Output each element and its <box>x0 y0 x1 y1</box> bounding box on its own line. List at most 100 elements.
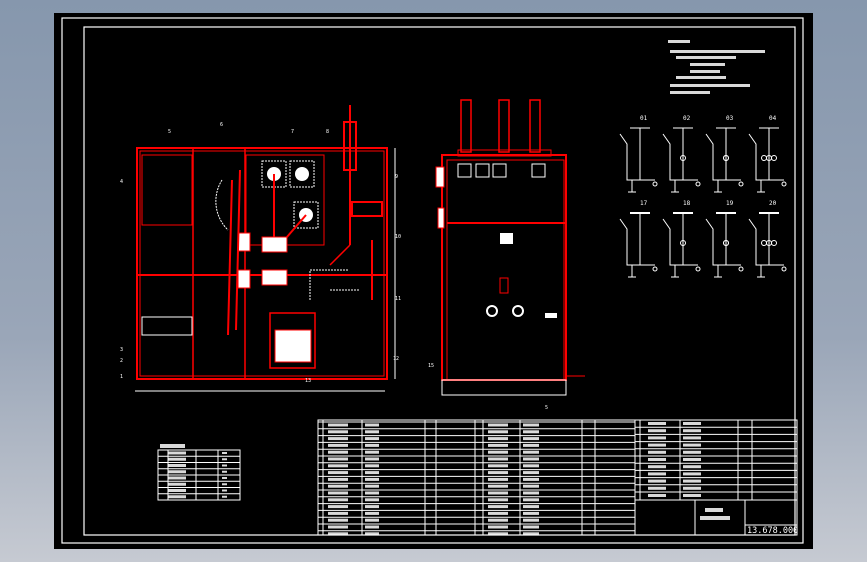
illegible-text <box>488 450 508 454</box>
illegible-text <box>683 465 701 469</box>
illegible-text <box>168 495 186 499</box>
illegible-text <box>523 498 539 502</box>
illegible-text <box>365 491 379 495</box>
callout-label: 7 <box>291 129 294 135</box>
illegible-text <box>488 525 508 529</box>
earth-switch <box>662 218 698 266</box>
earth-switch <box>619 218 655 266</box>
illegible-text <box>488 511 508 515</box>
illegible-text <box>700 516 730 520</box>
illegible-text <box>488 471 508 475</box>
illegible-text <box>365 498 379 502</box>
earth-switch <box>748 133 784 181</box>
illegible-text <box>683 458 701 461</box>
illegible-text <box>168 464 186 467</box>
callout-label: 10 <box>395 234 401 240</box>
illegible-text <box>648 494 666 497</box>
schematic-label: 02 <box>683 115 691 122</box>
illegible-text <box>683 422 701 425</box>
illegible-text <box>488 423 508 427</box>
current-transformer <box>723 240 729 246</box>
illegible-text <box>488 498 508 502</box>
illegible-text <box>168 470 186 474</box>
illegible-text <box>488 457 508 461</box>
illegible-text <box>328 525 348 529</box>
current-transformer <box>771 155 777 161</box>
illegible-text <box>222 489 227 492</box>
illegible-text <box>523 471 539 475</box>
current-transformer <box>680 240 686 246</box>
illegible-text <box>690 63 725 66</box>
earth-switch <box>705 218 741 266</box>
callout-label: 9 <box>395 174 398 180</box>
illegible-text <box>683 479 701 483</box>
illegible-text <box>670 91 710 94</box>
illegible-text <box>365 464 379 468</box>
indicator-symbol <box>738 181 744 187</box>
illegible-text <box>523 437 539 441</box>
illegible-text <box>328 471 348 475</box>
earth-switch <box>662 133 698 181</box>
illegible-text <box>648 472 666 476</box>
illegible-text <box>328 498 348 502</box>
illegible-text <box>222 495 227 498</box>
illegible-text <box>523 457 539 461</box>
illegible-text <box>365 430 379 434</box>
illegible-text <box>365 437 379 441</box>
illegible-text <box>328 477 348 481</box>
switchgear-side-view <box>135 105 396 392</box>
illegible-text <box>648 450 666 454</box>
illegible-text <box>222 458 227 461</box>
illegible-text <box>488 477 508 481</box>
illegible-text <box>683 494 701 497</box>
illegible-text <box>222 452 227 454</box>
earth-switch <box>705 133 741 181</box>
illegible-text <box>523 477 539 481</box>
illegible-text <box>222 464 227 467</box>
callout-label: 13 <box>305 378 311 384</box>
illegible-text <box>683 429 701 433</box>
indicator-symbol <box>652 266 658 272</box>
schematic-label: 17 <box>640 200 648 207</box>
sheet-outer-frame <box>61 17 804 544</box>
illegible-text <box>168 489 186 492</box>
technical-notes <box>668 40 765 94</box>
illegible-text <box>523 511 539 515</box>
illegible-text <box>648 479 666 483</box>
illegible-text <box>648 422 666 425</box>
current-transformer <box>680 155 686 161</box>
illegible-text <box>488 491 508 495</box>
illegible-text <box>365 443 379 447</box>
schematic-label: 03 <box>726 115 734 122</box>
illegible-text <box>328 532 348 536</box>
callout-label: 15 <box>428 363 434 369</box>
illegible-text <box>523 450 539 454</box>
illegible-text <box>648 458 666 461</box>
illegible-text <box>523 525 539 529</box>
indicator-symbol <box>781 181 787 187</box>
earth-switch <box>748 218 784 266</box>
schematic-label: 04 <box>769 115 777 122</box>
indicator-symbol <box>738 266 744 272</box>
illegible-text <box>328 505 348 509</box>
illegible-text <box>670 50 765 53</box>
illegible-text <box>365 511 379 515</box>
illegible-text <box>648 465 666 469</box>
callout-label: 11 <box>395 296 401 302</box>
illegible-text <box>365 471 379 475</box>
callout-label: 2 <box>120 358 123 364</box>
illegible-text <box>488 430 508 434</box>
indicator-symbol <box>781 266 787 272</box>
illegible-text <box>523 423 539 427</box>
illegible-text <box>365 450 379 454</box>
illegible-text <box>676 76 726 79</box>
illegible-text <box>648 486 666 490</box>
illegible-text <box>168 476 186 480</box>
illegible-text <box>365 518 379 522</box>
illegible-text <box>328 443 348 447</box>
indicator-symbol <box>695 181 701 187</box>
earth-switch <box>619 133 655 181</box>
